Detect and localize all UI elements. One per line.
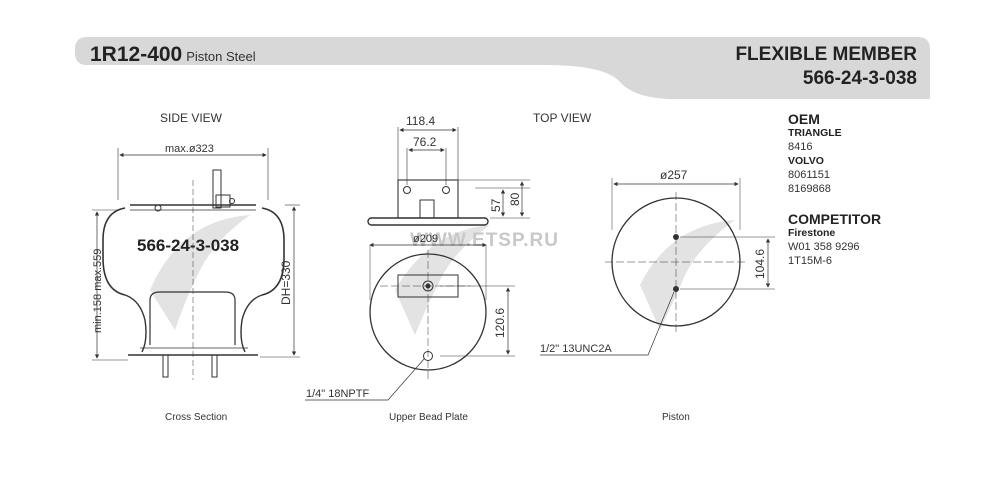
dim-min-max-height: min.158 max.559: [92, 249, 104, 333]
oem-number: 8169868: [788, 183, 831, 195]
port-piston-label: 1/2" 13UNC2A: [540, 343, 612, 355]
dim-209: ø209: [413, 233, 438, 245]
dim-max-diameter: max.ø323: [165, 143, 214, 155]
flexible-member-block: FLEXIBLE MEMBER 566-24-3-038: [735, 43, 917, 91]
flexible-member-number: 566-24-3-038: [802, 68, 917, 89]
oem-number: 8416: [788, 141, 813, 153]
dim-80: 80: [508, 192, 522, 206]
competitor-title: COMPETITOR: [788, 211, 882, 227]
cross-section-caption: Cross Section: [165, 412, 227, 423]
dim-76: 76.2: [413, 135, 437, 149]
top-view-title: TOP VIEW: [533, 111, 592, 125]
part-number: 1R12-400: [90, 43, 183, 66]
dim-57: 57: [489, 198, 503, 212]
oem-brand-triangle: TRIANGLE: [788, 127, 842, 139]
cross-reference-panel: OEM TRIANGLE 8416 VOLVO 8061151 8169868 …: [788, 110, 988, 268]
part-subtitle: Piston Steel: [186, 49, 256, 64]
upper-bead-plate-caption: Upper Bead Plate: [389, 412, 468, 423]
flexible-member-label: FLEXIBLE MEMBER: [735, 44, 917, 65]
dim-dh: DH=330: [279, 260, 293, 305]
competitor-number: W01 358 9296: [788, 241, 860, 253]
dim-118: 118.4: [406, 114, 435, 128]
oem-number: 8061151: [788, 169, 831, 181]
dim-257: ø257: [660, 168, 688, 182]
dim-104: 104.6: [753, 249, 767, 279]
piston-caption: Piston: [662, 412, 690, 423]
bellow-part-label: 566-24-3-038: [137, 236, 239, 255]
competitor-brand-firestone: Firestone: [788, 227, 836, 239]
oem-brand-volvo: VOLVO: [788, 155, 824, 167]
side-view-title: SIDE VIEW: [160, 111, 223, 125]
dim-120: 120.6: [493, 308, 507, 338]
watermark-logo: [150, 215, 735, 335]
header-bar: [75, 37, 930, 99]
port-upper-label: 1/4" 18NPTF: [306, 388, 369, 400]
oem-title: OEM: [788, 111, 820, 127]
competitor-number: 1T15M-6: [788, 255, 833, 267]
